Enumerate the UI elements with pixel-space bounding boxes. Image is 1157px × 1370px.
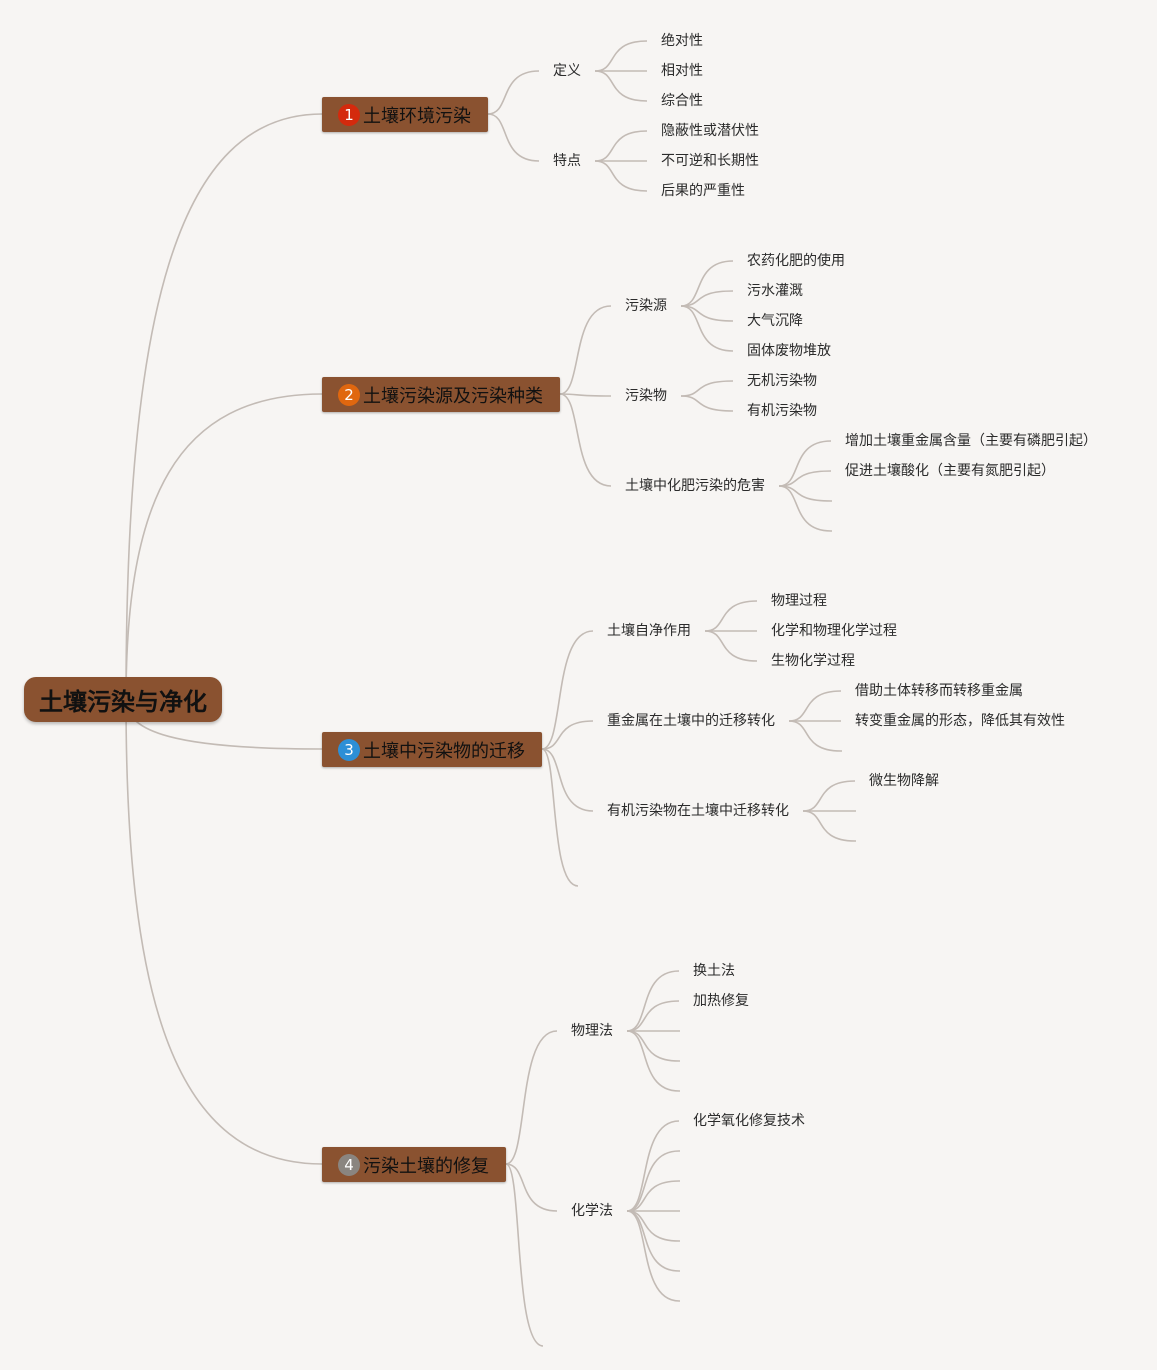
branch-number-badge: 1 xyxy=(338,103,360,126)
link-sub-to-leaf xyxy=(594,130,648,162)
link-branch-3-to-sub-2 xyxy=(541,720,594,750)
subtopic[interactable]: 污染物 xyxy=(625,388,667,404)
branch-topic-label: 土壤中污染物的迁移 xyxy=(363,740,525,762)
subtopic[interactable]: 土壤自净作用 xyxy=(607,623,691,639)
link-sub-to-leaf xyxy=(680,260,734,307)
link-sub-to-leaf xyxy=(594,70,648,102)
leaf-topic[interactable]: 化学和物理化学过程 xyxy=(771,623,897,639)
branch-number-badge: 3 xyxy=(338,738,360,761)
link-sub-to-leaf xyxy=(626,1030,680,1062)
leaf-topic[interactable]: 隐蔽性或潜伏性 xyxy=(661,123,759,139)
leaf-topic[interactable]: 不可逆和长期性 xyxy=(661,153,759,169)
link-branch-2-to-sub-3 xyxy=(559,393,612,487)
link-sub-to-leaf xyxy=(680,380,734,397)
subtopic[interactable]: 重金属在土壤中的迁移转化 xyxy=(607,713,775,729)
link-sub-to-leaf xyxy=(704,600,758,632)
link-root-to-branch-4 xyxy=(125,699,323,1165)
link-branch-4-to-sub-2 xyxy=(505,1163,558,1212)
subtopic[interactable]: 定义 xyxy=(553,63,581,79)
link-root-to-branch-1 xyxy=(125,113,323,701)
link-branch-4-to-sub-1 xyxy=(505,1030,558,1165)
link-sub-to-leaf xyxy=(788,720,842,752)
link-sub-to-leaf xyxy=(778,470,832,487)
root-topic[interactable]: 土壤污染与净化 xyxy=(24,677,222,722)
leaf-topic[interactable]: 绝对性 xyxy=(661,33,703,49)
subtopic[interactable]: 特点 xyxy=(553,153,581,169)
link-sub-to-leaf xyxy=(778,485,832,532)
link-sub-to-leaf xyxy=(626,1120,680,1212)
link-sub-to-leaf xyxy=(626,1030,680,1092)
leaf-topic[interactable]: 换土法 xyxy=(693,963,735,979)
subtopic[interactable]: 土壤中化肥污染的危害 xyxy=(625,478,765,494)
leaf-topic[interactable]: 污水灌溉 xyxy=(747,283,803,299)
subtopic[interactable]: 有机污染物在土壤中迁移转化 xyxy=(607,803,789,819)
link-branch-3-to-sub-3 xyxy=(541,748,594,812)
link-branch-1-to-sub-1 xyxy=(487,70,540,115)
leaf-topic[interactable]: 固体废物堆放 xyxy=(747,343,831,359)
link-sub-to-leaf xyxy=(680,305,734,352)
leaf-topic[interactable]: 无机污染物 xyxy=(747,373,817,389)
leaf-topic[interactable]: 加热修复 xyxy=(693,993,749,1009)
connector-lines xyxy=(125,40,856,1347)
leaf-topic[interactable]: 相对性 xyxy=(661,63,703,79)
leaf-topic[interactable]: 促进土壤酸化（主要有氮肥引起） xyxy=(845,463,1055,479)
branch-topic-label: 土壤污染源及污染种类 xyxy=(363,385,543,407)
leaf-topic[interactable]: 有机污染物 xyxy=(747,403,817,419)
link-sub-to-leaf xyxy=(594,160,648,192)
link-branch-3-to-sub-4 xyxy=(541,748,579,887)
branch-number-badge: 2 xyxy=(338,383,360,406)
branch-topic-label: 污染土壤的修复 xyxy=(363,1155,489,1177)
link-sub-to-leaf xyxy=(802,780,856,812)
leaf-topic[interactable]: 农药化肥的使用 xyxy=(747,253,845,269)
branch-topic-label: 土壤环境污染 xyxy=(363,105,471,127)
leaf-topic[interactable]: 化学氧化修复技术 xyxy=(693,1113,805,1129)
link-sub-to-leaf xyxy=(802,810,856,842)
link-sub-to-leaf xyxy=(680,395,734,412)
root-topic-label: 土壤污染与净化 xyxy=(39,688,207,716)
leaf-topic[interactable]: 综合性 xyxy=(661,93,703,109)
link-sub-to-leaf xyxy=(626,970,680,1032)
leaf-topic[interactable]: 生物化学过程 xyxy=(771,653,855,669)
subtopic[interactable]: 物理法 xyxy=(571,1023,613,1039)
leaf-topic[interactable]: 转变重金属的形态，降低其有效性 xyxy=(855,713,1065,729)
link-branch-2-to-sub-2 xyxy=(559,393,612,397)
leaf-topic[interactable]: 借助土体转移而转移重金属 xyxy=(855,683,1023,699)
leaf-topic[interactable]: 后果的严重性 xyxy=(661,183,745,199)
subtopic[interactable]: 化学法 xyxy=(571,1203,613,1219)
link-sub-to-leaf xyxy=(778,440,832,487)
link-sub-to-leaf xyxy=(788,690,842,722)
link-branch-3-to-sub-1 xyxy=(541,630,594,750)
link-sub-to-leaf xyxy=(626,1150,680,1212)
link-root-to-branch-2 xyxy=(125,393,323,701)
link-branch-2-to-sub-1 xyxy=(559,305,612,395)
link-sub-to-leaf xyxy=(594,40,648,72)
leaf-topic[interactable]: 增加土壤重金属含量（主要有磷肥引起） xyxy=(845,433,1097,449)
link-branch-4-to-sub-3 xyxy=(505,1163,544,1347)
branch-number-badge: 4 xyxy=(338,1153,360,1176)
leaf-topic[interactable]: 大气沉降 xyxy=(747,313,803,329)
link-sub-to-leaf xyxy=(626,1180,680,1212)
link-sub-to-leaf xyxy=(680,290,734,307)
link-sub-to-leaf xyxy=(626,1000,680,1032)
link-branch-1-to-sub-2 xyxy=(487,113,540,162)
subtopic[interactable]: 污染源 xyxy=(625,298,667,314)
leaf-topic[interactable]: 物理过程 xyxy=(771,593,827,609)
link-sub-to-leaf xyxy=(704,630,758,662)
link-sub-to-leaf xyxy=(626,1210,680,1302)
leaf-topic[interactable]: 微生物降解 xyxy=(869,773,939,789)
